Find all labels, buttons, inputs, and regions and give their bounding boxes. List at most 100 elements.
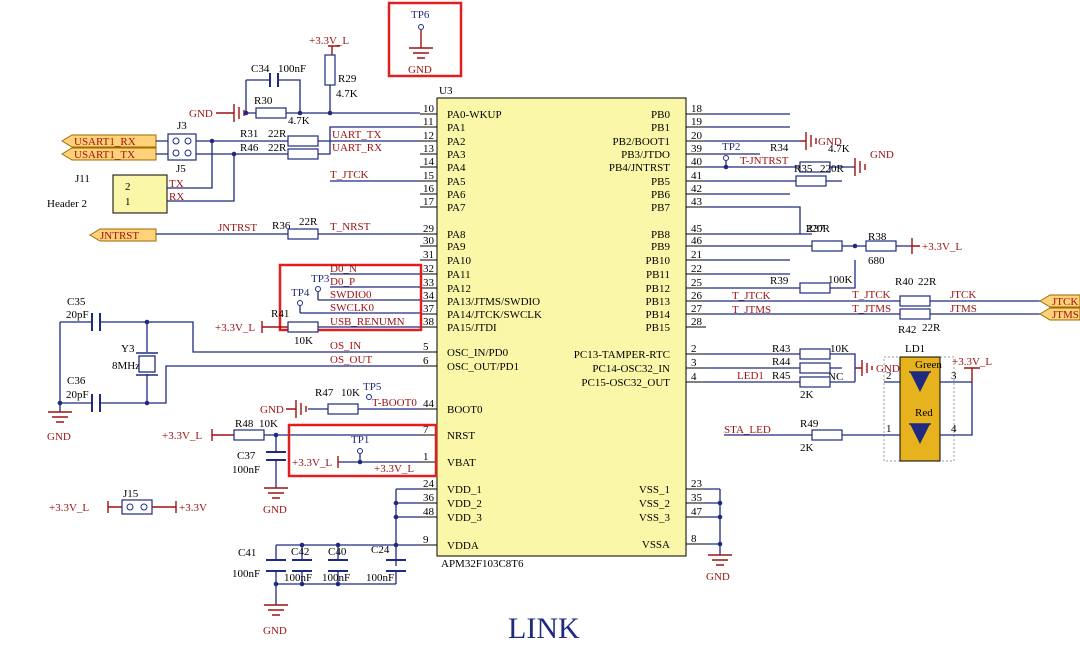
j3-j5-jumper	[167, 133, 197, 161]
r40-value: 22R	[918, 276, 937, 288]
mcu-pin-name: PA4	[447, 162, 466, 174]
tp6-testpoint	[418, 24, 424, 30]
mcu-pin-number: 34	[423, 290, 435, 302]
swdio0-label: SWDIO0	[330, 289, 372, 301]
mcu-pin-name: BOOT0	[447, 404, 483, 416]
mcu-pin-name: PB2/BOOT1	[613, 136, 670, 148]
r45-resistor	[799, 376, 831, 388]
jumper-pin	[184, 137, 192, 145]
r36-value: 22R	[299, 216, 318, 228]
r34-ground-symbol	[854, 158, 866, 176]
junction	[393, 542, 399, 548]
mcu-pin-name: PB9	[651, 241, 670, 253]
mcu-pin-number: 25	[691, 277, 703, 289]
r39-ref: R39	[770, 275, 789, 287]
t-jntrst-label: T-JNTRST	[740, 155, 789, 167]
c37-capacitor	[266, 451, 286, 461]
r29-ref: R29	[338, 73, 357, 85]
mcu-pin-number: 26	[691, 290, 703, 302]
uart-rx-label: UART_RX	[332, 142, 382, 154]
mcu-pin-number: 12	[423, 130, 434, 142]
tp1-label: TP1	[351, 434, 369, 446]
r41-value: 10K	[294, 335, 313, 347]
mcu-pin-number: 27	[691, 303, 703, 315]
ld1-red-label: Red	[915, 407, 933, 419]
junction	[717, 500, 723, 506]
uart-wire	[318, 126, 420, 155]
tp4-testpoint	[297, 300, 303, 306]
mcu-pin-name: VDD_3	[447, 512, 482, 524]
mcu-pin-number: 21	[691, 249, 702, 261]
j15-supply-left: +3.3V_L	[49, 502, 89, 514]
pb2-ground-symbol	[800, 132, 817, 150]
mcu-pin-number: 6	[423, 355, 429, 367]
mcu-pin-name: PA8	[447, 229, 466, 241]
r30-ref: R30	[254, 95, 273, 107]
mcu-pin-number: 40	[691, 156, 703, 168]
junction	[717, 541, 723, 547]
ld1-green-label: Green	[915, 359, 942, 371]
junction	[299, 542, 305, 548]
mcu-pin-number: 14	[423, 156, 435, 168]
mcu-pin-number: 44	[423, 398, 435, 410]
c42-value: 100nF	[284, 572, 312, 584]
r43-ref: R43	[772, 343, 791, 355]
jtms-port-label: JTMS	[1052, 309, 1079, 321]
mcu-pin-name: PA12	[447, 283, 471, 295]
junction	[299, 581, 305, 587]
mcu-pin-number: 46	[691, 235, 703, 247]
mcu-pin-number: 15	[423, 170, 435, 182]
mcu-pin-number: 16	[423, 183, 435, 195]
mcu-pin-number: 47	[691, 506, 703, 518]
junction	[209, 138, 215, 144]
junction	[335, 581, 341, 587]
mcu-pin-number: 45	[691, 223, 703, 235]
mcu-pin-name: PB15	[646, 322, 671, 334]
mcu-pin-number: 43	[691, 196, 703, 208]
j11-wire	[167, 141, 235, 202]
y3-crystal	[138, 355, 156, 373]
mcu-pin-number: 10	[423, 103, 435, 115]
mcu-pin-number: 41	[691, 170, 702, 182]
swd-highlight-box	[278, 263, 423, 332]
mcu-pin-name: OSC_IN/PD0	[447, 347, 509, 359]
r37-ref: 220R	[806, 223, 831, 235]
junction	[57, 400, 63, 406]
junction	[231, 151, 237, 157]
mcu-pin-name: PB6	[651, 189, 670, 201]
mcu-pin-name: PB10	[646, 255, 671, 267]
mcu-pin-name: PA3	[447, 149, 466, 161]
j11-pin2: 2	[125, 181, 131, 193]
mcu-pin-number: 28	[691, 316, 703, 328]
vbat-net-label: +3.3V_L	[374, 463, 414, 475]
junction	[723, 164, 729, 170]
r45-value: 2K	[800, 389, 814, 401]
r47-value: 10K	[341, 387, 360, 399]
mcu-pin-name: PA13/JTMS/SWDIO	[447, 296, 540, 308]
c35-ref: C35	[67, 296, 86, 308]
r38-value: 680	[868, 255, 885, 267]
junction	[144, 400, 150, 406]
junction	[357, 459, 363, 465]
mcu-pin-name: PB1	[651, 122, 670, 134]
j11-pin1: 1	[125, 196, 131, 208]
r48-ref: R48	[235, 418, 254, 430]
vbat-wire	[338, 454, 420, 463]
mcu-pin-name: PA7	[447, 202, 466, 214]
t-jtms-mid-label: T_JTMS	[852, 303, 891, 315]
mcu-pin-name: PA14/JTCK/SWCLK	[447, 309, 542, 321]
mcu-pin-name: PA0-WKUP	[447, 109, 502, 121]
j11-rx-label: RX	[169, 191, 184, 203]
ld1-pin1: 1	[886, 423, 892, 435]
mcu-pin-number: 42	[691, 183, 702, 195]
mcu-pin-name: PB3/JTDO	[621, 149, 670, 161]
tp2-label: TP2	[722, 141, 740, 153]
c34-value: 100nF	[278, 63, 306, 75]
jtms-net-label: JTMS	[950, 303, 977, 315]
r36-resistor	[287, 228, 319, 240]
r46-value: 22R	[268, 142, 287, 154]
r48-value: 10K	[259, 418, 278, 430]
crystal-wire	[59, 321, 420, 412]
tp6-gnd-label: GND	[408, 64, 432, 76]
